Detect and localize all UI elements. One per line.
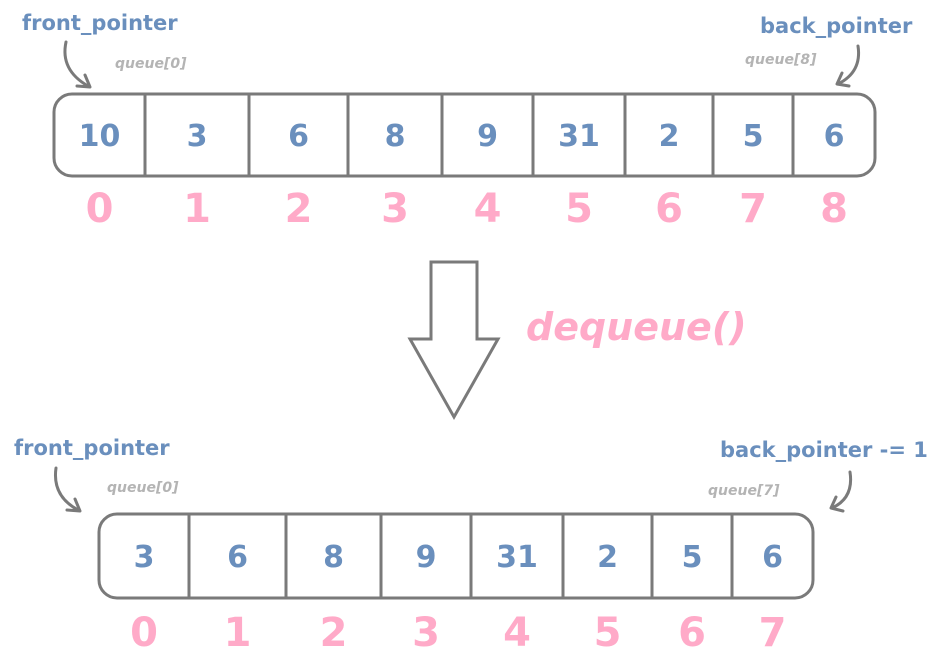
back-pointer-arrow-icon xyxy=(836,44,861,86)
queue-cell-value: 31 xyxy=(496,540,538,575)
front-pointer-label: front_pointer xyxy=(14,436,170,460)
down-arrow-icon xyxy=(407,260,501,421)
cell-index: 7 xyxy=(759,610,787,656)
first-slot-hint: queue[0] xyxy=(115,56,187,72)
cell-index: 6 xyxy=(678,610,706,656)
front-pointer-arrow-icon xyxy=(63,40,90,88)
cell-index: 0 xyxy=(130,610,158,656)
cell-index: 1 xyxy=(183,186,211,232)
cell-index: 7 xyxy=(739,186,767,232)
cell-index: 5 xyxy=(594,610,622,656)
front-pointer-label: front_pointer xyxy=(22,11,178,35)
cell-index: 8 xyxy=(820,186,848,232)
queue-cell-value: 8 xyxy=(323,540,344,575)
cell-index: 5 xyxy=(565,186,593,232)
cell-index: 3 xyxy=(412,610,440,656)
back-pointer-label: back_pointer xyxy=(760,14,913,38)
after-section: front_pointer queue[0] back_pointer -= 1… xyxy=(14,436,928,656)
queue-cell-value: 9 xyxy=(477,119,498,154)
front-pointer-arrow-icon xyxy=(53,466,80,512)
queue-cell-value: 10 xyxy=(79,119,121,154)
queue-cell-value: 6 xyxy=(288,119,309,154)
cell-index: 2 xyxy=(285,186,313,232)
queue-cell-value: 2 xyxy=(597,540,618,575)
array-frame xyxy=(97,512,815,600)
queue-cell-value: 3 xyxy=(134,540,155,575)
cell-index: 3 xyxy=(381,186,409,232)
first-slot-hint: queue[0] xyxy=(107,480,179,496)
back-pointer-arrow-icon xyxy=(830,470,853,510)
queue-cell-value: 6 xyxy=(824,119,845,154)
queue-cell-value: 5 xyxy=(743,119,764,154)
back-pointer-arrowhead-icon xyxy=(835,71,851,88)
queue-cell-value: 3 xyxy=(187,119,208,154)
array-frame xyxy=(52,92,877,178)
queue-array-after: 3 0 6 1 8 2 9 3 31 4 2 5 5 6 6 7 xyxy=(97,512,815,656)
queue-cell-value: 6 xyxy=(762,540,783,575)
front-pointer-arrowhead-icon xyxy=(75,73,92,89)
queue-cell-value: 5 xyxy=(682,540,703,575)
operation-label: dequeue() xyxy=(526,305,747,349)
before-section: front_pointer queue[0] back_pointer queu… xyxy=(22,11,913,232)
queue-cell-value: 2 xyxy=(659,119,680,154)
queue-cell-value: 9 xyxy=(416,540,437,575)
cell-index: 4 xyxy=(474,186,502,232)
front-pointer-arrowhead-icon xyxy=(65,497,82,513)
back-pointer-label: back_pointer -= 1 xyxy=(720,438,928,462)
cell-index: 1 xyxy=(224,610,252,656)
queue-cell-value: 6 xyxy=(227,540,248,575)
queue-cell-value: 31 xyxy=(558,119,600,154)
cell-index: 6 xyxy=(655,186,683,232)
cell-index: 4 xyxy=(503,610,531,656)
cell-index: 0 xyxy=(86,186,114,232)
back-pointer-arrowhead-icon xyxy=(829,495,845,513)
cell-index: 2 xyxy=(320,610,348,656)
queue-cell-value: 8 xyxy=(385,119,406,154)
last-slot-hint: queue[7] xyxy=(708,483,780,499)
operation-section: dequeue() xyxy=(407,260,747,421)
last-slot-hint: queue[8] xyxy=(745,52,817,68)
